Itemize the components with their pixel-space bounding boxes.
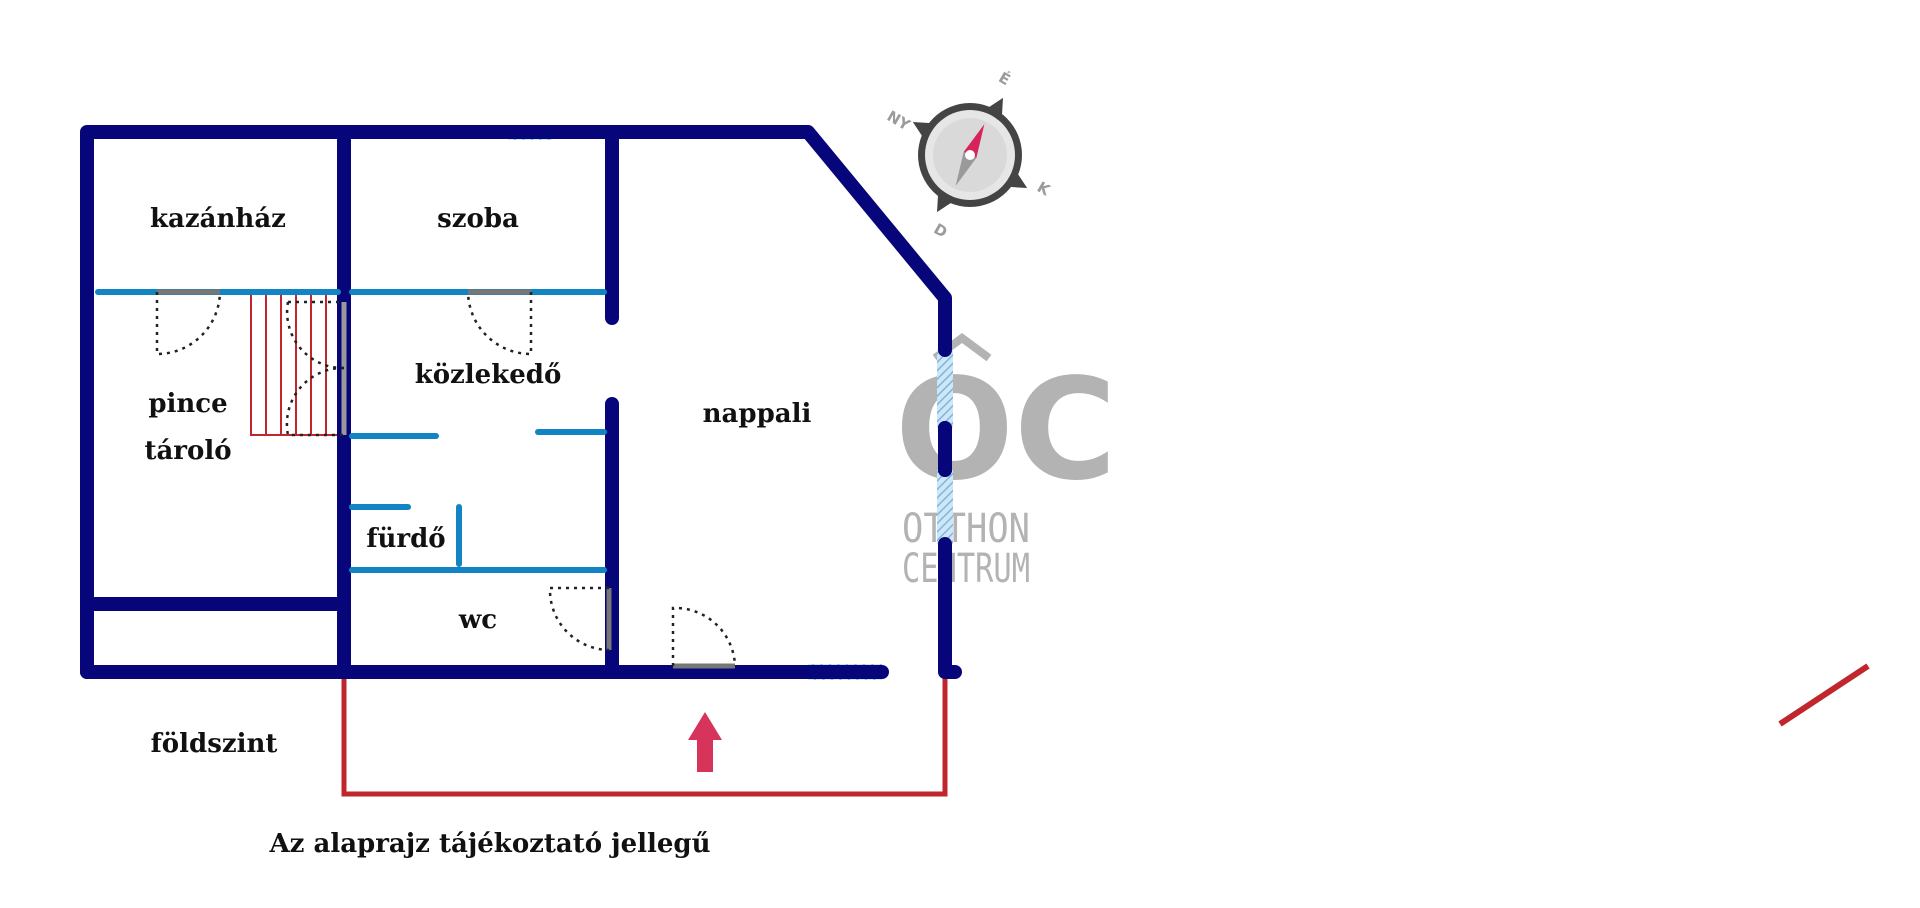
compass-east: K [1034, 178, 1054, 200]
room-pince-line1: pince [148, 389, 227, 419]
disclaimer: Az alaprajz tájékoztató jellegű [268, 829, 710, 859]
room-furdo: fürdő [366, 524, 445, 554]
compass-south: D [931, 220, 951, 242]
window-east-upper [937, 350, 953, 428]
stairs [250, 295, 344, 436]
compass-icon: É K D NY [884, 67, 1054, 242]
watermark-line1: OTTHON [902, 506, 1030, 552]
watermark-logo: OC OTTHON CENTRUM [895, 333, 1117, 592]
doors [155, 289, 737, 669]
window-east-lower [937, 470, 953, 544]
room-szoba: szoba [437, 204, 519, 234]
accent-line [1778, 663, 1870, 727]
entrance-arrow-icon [688, 712, 722, 772]
compass-north: É [996, 67, 1014, 89]
level-label: földszint [151, 729, 278, 759]
terrace-outline [341, 672, 948, 797]
room-kozlekedo: közlekedő [415, 360, 562, 390]
watermark-line2: CENTRUM [902, 546, 1030, 592]
room-pince-line2: tároló [144, 436, 231, 466]
watermark-mark: OC [895, 349, 1117, 512]
room-wc: wc [458, 605, 497, 635]
room-kazanhaz: kazánház [150, 204, 286, 234]
room-nappali: nappali [703, 399, 812, 429]
compass-west: NY [884, 107, 914, 135]
